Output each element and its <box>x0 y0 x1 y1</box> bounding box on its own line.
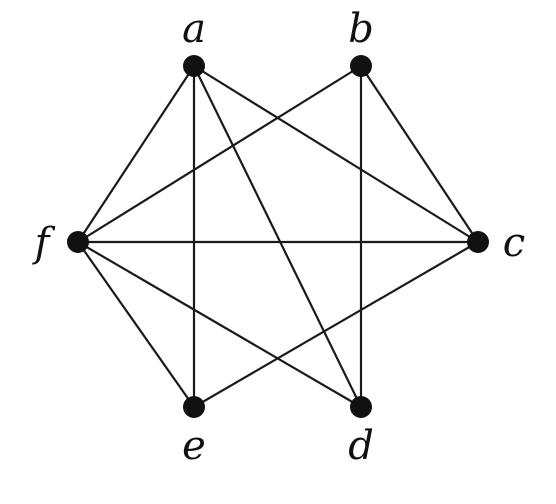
node-label-f: f <box>32 220 56 266</box>
node-label-b: b <box>348 6 374 52</box>
node-label-e: e <box>182 423 206 469</box>
node-f <box>67 231 89 253</box>
node-label-c: c <box>503 220 525 266</box>
node-c <box>467 231 489 253</box>
edges-group <box>76 64 480 409</box>
node-label-a: a <box>182 6 206 52</box>
node-b <box>350 55 372 77</box>
node-e <box>183 396 205 418</box>
node-a <box>183 55 205 77</box>
node-label-d: d <box>348 423 374 469</box>
edge-f-e <box>76 240 196 409</box>
edge-b-f <box>76 64 363 244</box>
edge-b-c <box>359 64 480 244</box>
edge-f-d <box>76 240 363 409</box>
node-d <box>350 396 372 418</box>
edge-a-f <box>76 64 196 244</box>
edge-e-c <box>192 240 480 409</box>
edge-a-d <box>192 64 363 409</box>
nodes-group <box>67 55 489 418</box>
edge-a-c <box>192 64 480 244</box>
